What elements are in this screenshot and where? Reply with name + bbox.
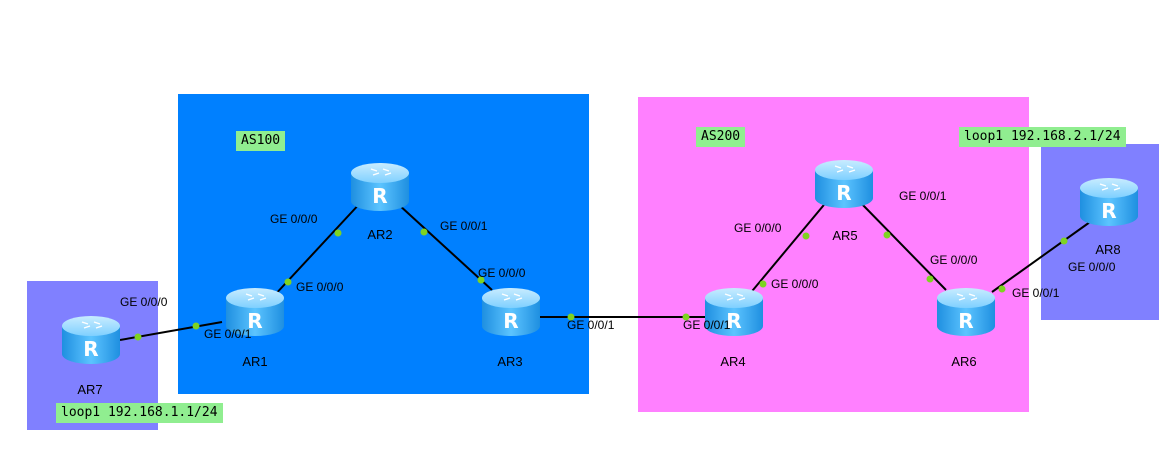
- port-dot-ar6-ge000: [926, 275, 934, 283]
- router-ar6-name: AR6: [951, 354, 977, 369]
- port-dot-ar8-ge000: [1060, 237, 1068, 245]
- port-dot-ar6-ge001: [998, 285, 1006, 293]
- port-dot-ar4-ge001: [682, 313, 690, 321]
- port-label-ar8-ge000: GE 0/0/0: [1068, 260, 1116, 274]
- ar8-host-zone: [1041, 144, 1159, 320]
- port-label-ar4-ge000: GE 0/0/0: [771, 277, 819, 291]
- port-label-ar7-ge000: GE 0/0/0: [120, 295, 168, 309]
- port-dot-ar2-ge000: [334, 229, 342, 237]
- ar8-loopback-label: loop1 192.168.2.1/24: [959, 127, 1126, 147]
- as200-zone: [638, 97, 1029, 412]
- port-dot-ar5-ge000: [802, 232, 810, 240]
- link-ar2-ar3: [397, 203, 493, 291]
- router-ar7-name: AR7: [77, 382, 103, 397]
- port-label-ar5-ge001: GE 0/0/1: [899, 189, 947, 203]
- port-label-ar6-ge000: GE 0/0/0: [930, 253, 978, 267]
- port-label-ar4-ge001: GE 0/0/1: [683, 318, 731, 332]
- port-label-ar3-ge001: GE 0/0/1: [567, 318, 615, 332]
- as100-label: AS100: [236, 131, 286, 151]
- ar7-loopback-label: loop1 192.168.1.1/24: [56, 403, 223, 423]
- router-ar3-name: AR3: [497, 354, 523, 369]
- port-dot-ar2-ge001: [420, 228, 428, 236]
- router-ar5-name: AR5: [832, 228, 858, 243]
- router-ar5-icon[interactable]: [813, 158, 875, 210]
- router-ar2-name: AR2: [367, 227, 393, 242]
- port-label-ar3-ge000: GE 0/0/0: [478, 266, 526, 280]
- port-dot-ar5-ge001: [883, 231, 891, 239]
- port-dot-ar7-ge000: [134, 333, 142, 341]
- port-label-ar1-ge000: GE 0/0/0: [296, 280, 344, 294]
- port-dot-ar4-ge000: [759, 280, 767, 288]
- link-ar4-ar5: [747, 199, 829, 297]
- port-label-ar2-ge001: GE 0/0/1: [440, 219, 488, 233]
- router-ar8-icon[interactable]: [1078, 176, 1140, 228]
- port-dot-ar1-ge000: [284, 278, 292, 286]
- router-ar6-icon[interactable]: [935, 286, 997, 338]
- router-ar2-icon[interactable]: [349, 161, 411, 213]
- router-ar4-name: AR4: [720, 354, 746, 369]
- port-dot-ar3-ge000: [477, 276, 485, 284]
- router-ar3-icon[interactable]: [480, 286, 542, 338]
- port-dot-ar1-ge001: [192, 322, 200, 330]
- router-ar7-icon[interactable]: [60, 314, 122, 366]
- router-ar1-name: AR1: [242, 354, 268, 369]
- link-ar5-ar6: [857, 199, 947, 291]
- port-dot-ar3-ge001: [567, 313, 575, 321]
- port-label-ar5-ge000: GE 0/0/0: [734, 221, 782, 235]
- router-ar8-name: AR8: [1095, 242, 1121, 257]
- port-label-ar2-ge000: GE 0/0/0: [270, 212, 318, 226]
- port-label-ar6-ge001: GE 0/0/1: [1012, 286, 1060, 300]
- as200-label: AS200: [696, 127, 746, 147]
- link-ar6-ar8: [991, 221, 1091, 293]
- port-label-ar1-ge001: GE 0/0/1: [204, 327, 252, 341]
